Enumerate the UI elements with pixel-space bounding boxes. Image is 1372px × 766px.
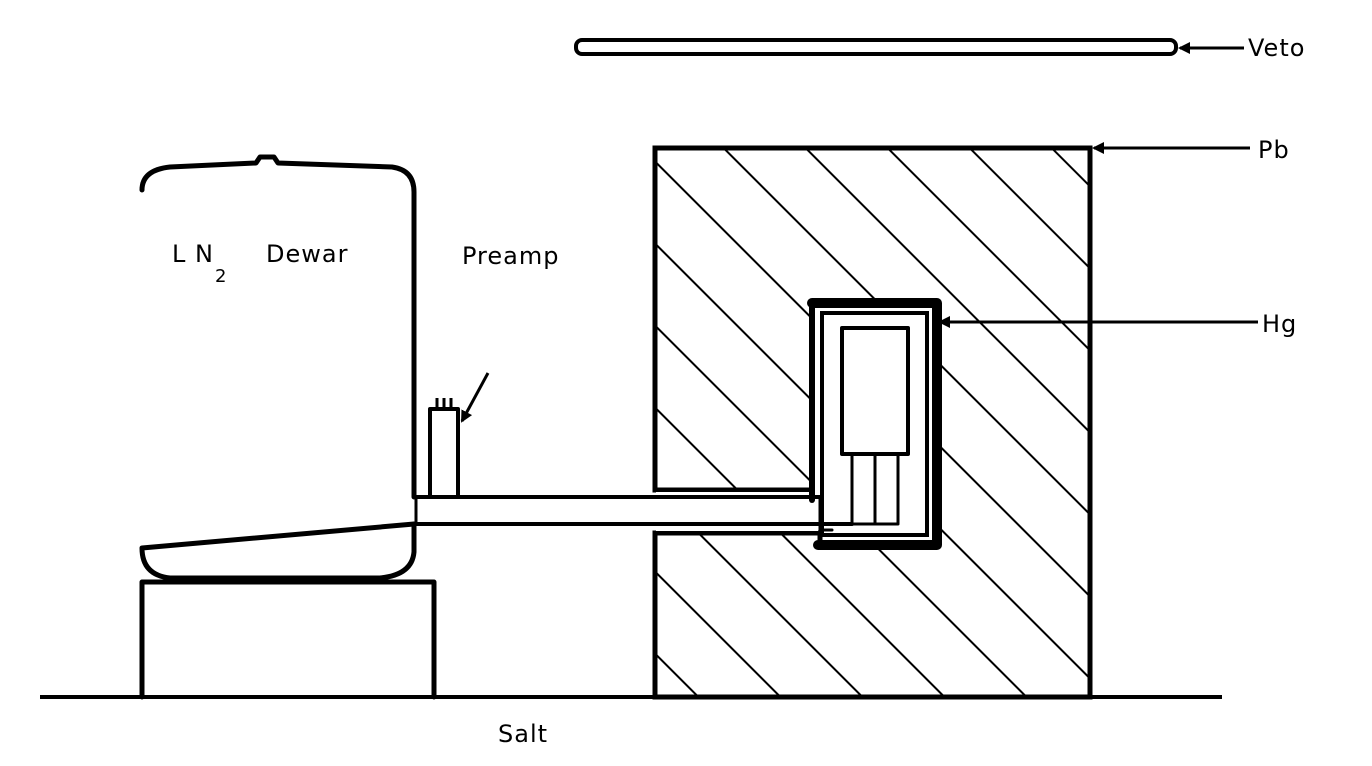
pb-label: Pb: [1258, 136, 1290, 164]
cryostat-pipe: [414, 495, 854, 532]
preamp-leader: [460, 372, 490, 423]
veto-paddle: [574, 38, 1178, 56]
preamp: [428, 398, 460, 499]
veto-label: Veto: [1248, 34, 1305, 62]
leader-lines: [460, 42, 1258, 423]
salt-label: Salt: [498, 720, 548, 748]
dewar-label-subscript: 2: [215, 266, 227, 287]
dewar-stand: [139, 579, 437, 700]
dewar-label-suffix: Dewar: [266, 240, 348, 268]
hg-label: Hg: [1262, 310, 1297, 338]
dewar-label-prefix: L N: [172, 240, 214, 268]
ln2-dewar: [139, 154, 417, 581]
preamp-label: Preamp: [462, 242, 559, 270]
detector: [840, 326, 910, 526]
